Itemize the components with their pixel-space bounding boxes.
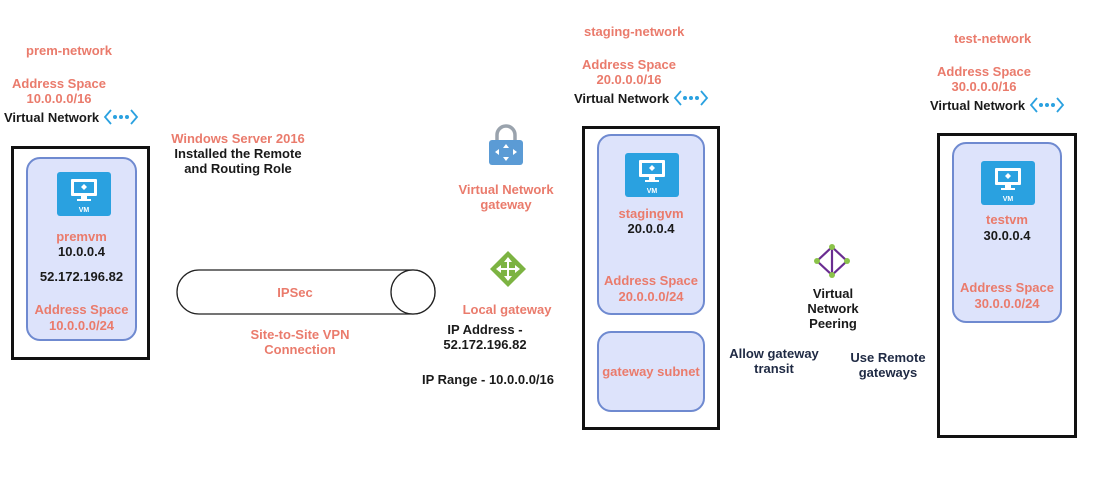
vnet-gateway-line1: Virtual Network bbox=[458, 182, 554, 197]
prem-vnet-label: Virtual Network bbox=[4, 109, 100, 125]
local-gateway-ip: IP Address - 52.172.196.82 bbox=[430, 322, 540, 352]
prem-network-title: prem-network bbox=[26, 43, 112, 58]
test-vm-name: testvm bbox=[986, 212, 1028, 227]
vm-icon: VM bbox=[625, 153, 679, 197]
prem-vnet-label-row: Virtual Network bbox=[4, 108, 139, 126]
ipsec-label: IPSec bbox=[277, 285, 313, 300]
prem-vm-ip: 10.0.0.4 bbox=[58, 244, 105, 259]
prem-address-space-label: Address Space bbox=[12, 76, 106, 91]
gateway-subnet-label: gateway subnet bbox=[602, 364, 700, 379]
prem-subnet-value: 10.0.0.0/24 bbox=[48, 318, 115, 333]
allow-gateway-transit: Allow gateway transit bbox=[722, 346, 826, 376]
staging-vnet-label: Virtual Network bbox=[574, 90, 670, 106]
test-vnet-label: Virtual Network bbox=[930, 97, 1026, 113]
prem-network-box bbox=[11, 146, 150, 360]
test-address-space-label: Address Space bbox=[937, 64, 1031, 79]
windows-server-note: Windows Server 2016 Installed the Remote… bbox=[158, 131, 318, 176]
peering-icon bbox=[814, 244, 850, 278]
test-address-space: Address Space 30.0.0.0/16 bbox=[925, 64, 1043, 94]
lock-gateway-icon bbox=[489, 124, 523, 165]
prem-vm-badge: VM bbox=[79, 207, 90, 214]
staging-network-title: staging-network bbox=[584, 24, 685, 39]
peering-line2: Network bbox=[807, 301, 859, 316]
vnet-icon bbox=[103, 109, 139, 125]
vpn-connection-line1: Site-to-Site VPN bbox=[250, 327, 350, 342]
use-remote-gateways-line1: Use Remote bbox=[850, 350, 926, 365]
staging-vm-name: stagingvm bbox=[618, 206, 684, 221]
windows-server-title: Windows Server 2016 bbox=[171, 131, 305, 146]
allow-gateway-transit-line1: Allow gateway bbox=[729, 346, 819, 361]
vnet-gateway-line2: gateway bbox=[480, 197, 532, 212]
allow-gateway-transit-line2: transit bbox=[754, 361, 794, 376]
use-remote-gateways: Use Remote gateways bbox=[842, 350, 934, 380]
staging-network-box bbox=[582, 126, 720, 430]
peering-label: Virtual Network Peering bbox=[796, 286, 870, 331]
vm-icon: VM bbox=[57, 172, 111, 216]
test-address-space-value: 30.0.0.0/16 bbox=[951, 79, 1017, 94]
vpn-connection-label: Site-to-Site VPN Connection bbox=[225, 327, 375, 357]
ipsec-tube-icon bbox=[176, 269, 436, 315]
prem-subnet-label: Address Space bbox=[34, 302, 129, 317]
peering-line1: Virtual bbox=[812, 286, 854, 301]
test-vm-badge: VM bbox=[1003, 196, 1014, 203]
vnet-icon bbox=[1029, 97, 1065, 113]
prem-vm-public-ip: 52.172.196.82 bbox=[39, 269, 124, 284]
staging-address-space: Address Space 20.0.0.0/16 bbox=[570, 57, 688, 87]
staging-vnet-label-row: Virtual Network bbox=[574, 89, 709, 107]
test-network-title: test-network bbox=[954, 31, 1032, 46]
prem-address-space: Address Space 10.0.0.0/16 bbox=[0, 76, 118, 106]
staging-vm-subnet: VM stagingvm 20.0.0.4 Address Space 20.0… bbox=[597, 134, 705, 315]
test-network-box bbox=[937, 133, 1077, 438]
local-gateway-ip-range: IP Range - 10.0.0.0/16 bbox=[422, 372, 554, 387]
vnet-gateway-label: Virtual Network gateway bbox=[440, 182, 572, 212]
vm-icon: VM bbox=[981, 161, 1035, 205]
staging-subnet-value: 20.0.0.0/24 bbox=[618, 289, 684, 304]
staging-subnet-label: Address Space bbox=[604, 273, 698, 288]
use-remote-gateways-line2: gateways bbox=[858, 365, 918, 380]
test-vm-ip: 30.0.0.4 bbox=[983, 228, 1031, 243]
staging-address-space-label: Address Space bbox=[582, 57, 676, 72]
windows-server-line2: and Routing Role bbox=[184, 161, 292, 176]
gateway-subnet: gateway subnet bbox=[597, 331, 705, 412]
prem-address-space-value: 10.0.0.0/16 bbox=[26, 91, 92, 106]
staging-address-space-value: 20.0.0.0/16 bbox=[596, 72, 662, 87]
local-gateway-ip-line1: IP Address - bbox=[447, 322, 523, 337]
windows-server-line1: Installed the Remote bbox=[174, 146, 302, 161]
test-vnet-label-row: Virtual Network bbox=[930, 96, 1065, 114]
local-gateway-icon bbox=[490, 251, 526, 287]
vpn-connection-line2: Connection bbox=[264, 342, 336, 357]
local-gateway-label: Local gateway bbox=[462, 302, 552, 317]
prem-vm-subnet: VM premvm 10.0.0.4 52.172.196.82 Address… bbox=[26, 157, 137, 341]
local-gateway-ip-line2: 52.172.196.82 bbox=[443, 337, 527, 352]
staging-vm-badge: VM bbox=[647, 188, 658, 195]
prem-vm-name: premvm bbox=[56, 229, 107, 244]
vnet-icon bbox=[673, 90, 709, 106]
staging-vm-ip: 20.0.0.4 bbox=[627, 221, 675, 236]
test-subnet-label: Address Space bbox=[960, 280, 1054, 295]
peering-line3: Peering bbox=[809, 316, 857, 331]
test-vm-subnet: VM testvm 30.0.0.4 Address Space 30.0.0.… bbox=[952, 142, 1062, 323]
test-subnet-value: 30.0.0.0/24 bbox=[974, 296, 1040, 311]
